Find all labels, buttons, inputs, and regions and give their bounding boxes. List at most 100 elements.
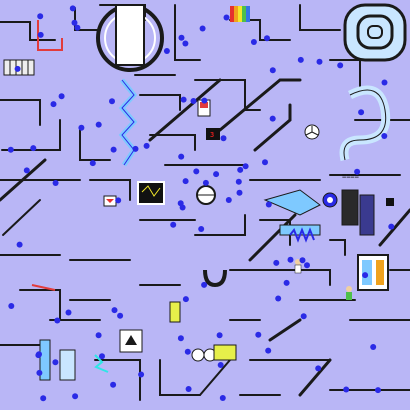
- node-dot: [111, 307, 118, 314]
- node-dot: [219, 395, 226, 401]
- svg-text:≡≡≡≡: ≡≡≡≡: [342, 172, 359, 180]
- node-dot: [74, 24, 81, 31]
- node-dot: [71, 19, 78, 26]
- pressure-gauge-icon[interactable]: [191, 348, 217, 362]
- pipe-network: [0, 4, 410, 401]
- node-dot: [375, 387, 381, 394]
- node-dot: [242, 163, 249, 170]
- node-dot: [78, 124, 85, 131]
- valve-icon[interactable]: [196, 185, 216, 205]
- node-dot: [217, 362, 224, 368]
- node-dot: [52, 180, 59, 186]
- node-dot: [213, 171, 220, 178]
- node-dot: [35, 352, 42, 359]
- node-dot: [202, 179, 209, 186]
- svg-text:3: 3: [210, 131, 214, 139]
- node-dot: [182, 178, 189, 185]
- node-dot: [300, 313, 307, 320]
- node-dot: [381, 79, 388, 86]
- node-dot: [8, 303, 15, 309]
- monitor-icon[interactable]: [137, 181, 165, 205]
- node-dot: [177, 200, 184, 207]
- node-dot: [95, 121, 102, 128]
- worker-figure-icon: [294, 259, 352, 300]
- node-dot: [52, 359, 59, 366]
- fan-icon[interactable]: [304, 124, 320, 140]
- node-dot: [343, 386, 350, 393]
- node-dot: [362, 272, 369, 279]
- node-dot: [216, 332, 223, 339]
- node-dot: [58, 93, 65, 100]
- node-dot: [354, 168, 361, 175]
- node-dot: [255, 331, 262, 338]
- node-dot: [132, 145, 139, 152]
- node-dot: [236, 189, 243, 196]
- node-dot: [199, 25, 206, 32]
- coil-tube: [343, 3, 407, 62]
- giant-ring: [96, 4, 164, 72]
- gear-icon[interactable]: [322, 192, 338, 208]
- node-dot: [198, 226, 205, 232]
- node-dot: [65, 309, 72, 316]
- node-dot: [110, 381, 117, 388]
- node-dot: [299, 257, 306, 264]
- node-dot: [265, 347, 272, 354]
- node-dot: [72, 393, 79, 400]
- node-dot: [69, 5, 76, 12]
- diagonal-tube: [39, 189, 375, 381]
- rainbow-stripe: [230, 6, 250, 22]
- yellow-gadget[interactable]: [119, 301, 181, 353]
- machine-panel: [357, 254, 389, 291]
- node-dot: [7, 146, 14, 153]
- red-cable-2: [31, 284, 56, 291]
- spark-wire: [94, 354, 109, 373]
- node-dot: [16, 241, 23, 248]
- node-dot: [170, 221, 177, 228]
- node-dot: [117, 312, 124, 319]
- snake-tube: [339, 85, 391, 162]
- node-dot: [14, 65, 21, 72]
- spring-icon: [289, 227, 315, 243]
- node-dot: [143, 142, 150, 149]
- teleporter-icon[interactable]: [103, 195, 117, 207]
- node-dot: [225, 197, 232, 203]
- node-dot: [265, 201, 272, 208]
- node-dot: [40, 395, 47, 402]
- node-dot: [110, 146, 117, 153]
- node-dot: [264, 35, 270, 42]
- magnet-icon[interactable]: [203, 269, 227, 288]
- node-dot: [220, 135, 227, 142]
- node-dot: [23, 167, 30, 174]
- node-dot: [95, 332, 102, 339]
- node-dot: [235, 178, 242, 185]
- node-dot: [269, 67, 276, 74]
- node-dot: [109, 98, 115, 105]
- node-dot: [262, 159, 268, 166]
- node-dot: [223, 14, 230, 21]
- node-dot: [99, 353, 105, 360]
- node-dot: [381, 133, 388, 139]
- node-dot: [287, 256, 294, 263]
- node-dot: [297, 56, 304, 63]
- node-dot: [37, 31, 44, 38]
- node-dot: [190, 98, 197, 104]
- node-dot: [178, 34, 185, 41]
- clock-display: 3: [206, 128, 220, 140]
- node-dot: [337, 62, 344, 69]
- node-dot: [138, 371, 145, 378]
- node-dot: [315, 365, 322, 372]
- node-dot: [316, 58, 323, 65]
- snake-tube-edge: [343, 89, 387, 161]
- node-dot: [50, 101, 57, 108]
- node-dot: [370, 344, 377, 350]
- node-dot: [388, 223, 395, 230]
- node-dot: [193, 168, 200, 175]
- battery-icon[interactable]: [213, 344, 237, 361]
- node-dot: [273, 259, 280, 266]
- node-dot: [36, 369, 43, 376]
- node-dot: [201, 281, 208, 288]
- node-dot: [180, 96, 187, 103]
- node-dot: [250, 39, 257, 45]
